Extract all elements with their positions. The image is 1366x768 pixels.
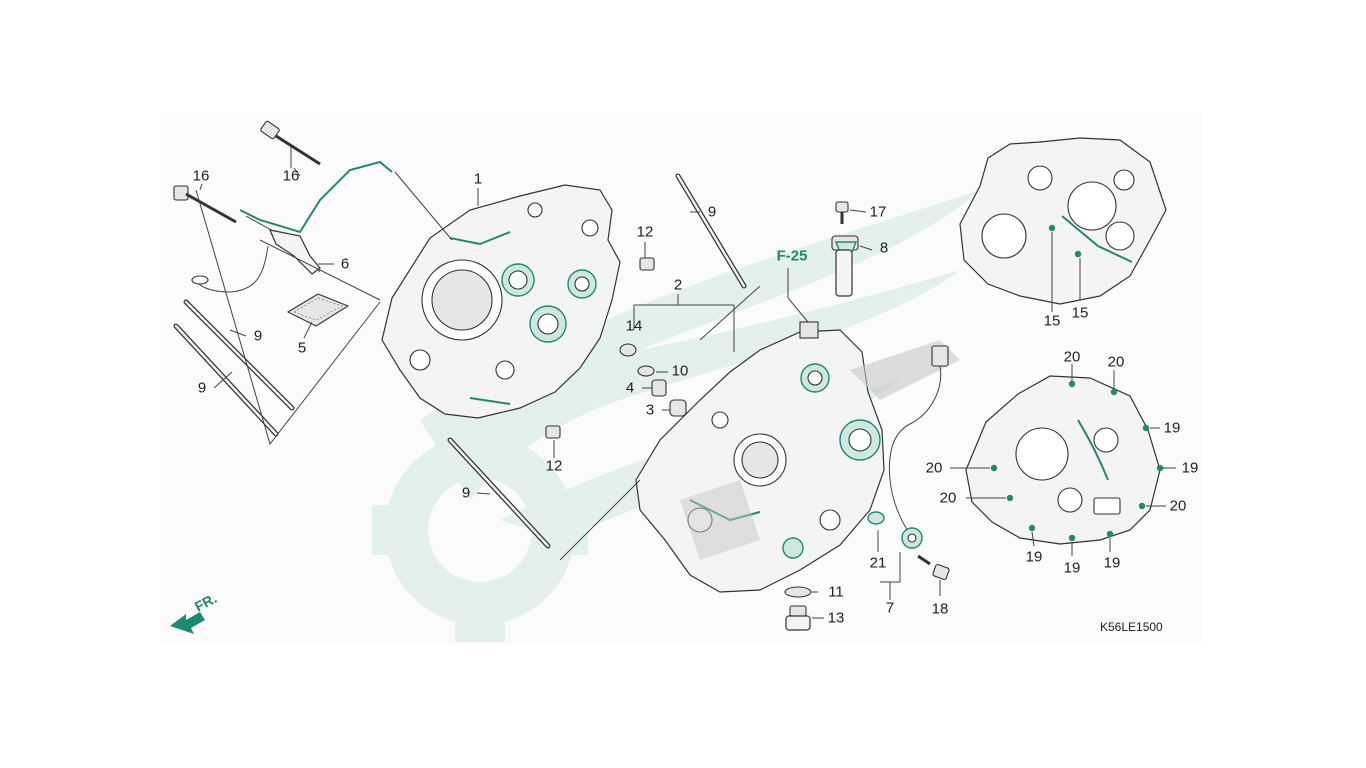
callout-20-left-lower: 20 <box>940 490 957 507</box>
stud-bolt-9-b <box>173 323 279 437</box>
callout-19-right-upper: 19 <box>1164 420 1181 437</box>
callout-9-left-b: 9 <box>198 380 206 397</box>
callout-16-upper: 16 <box>283 168 300 185</box>
callout-9-upper-right: 9 <box>708 204 716 221</box>
callout-7: 7 <box>886 600 894 617</box>
callout-12-lower: 12 <box>546 458 563 475</box>
bolt-17 <box>835 201 849 224</box>
gasket-dots-19-20 <box>990 380 1164 542</box>
breather-bracket <box>191 160 393 293</box>
gasket-dot-15b <box>1074 250 1082 258</box>
callout-10: 10 <box>672 363 689 380</box>
oil-level-sensor <box>831 235 859 297</box>
leader-lines <box>195 146 1176 619</box>
callout-19-right-middle: 19 <box>1182 460 1199 477</box>
callout-9-left-a: 9 <box>254 328 262 345</box>
diagram-code: K56LE1500 <box>1100 620 1163 634</box>
callout-1: 1 <box>474 171 482 188</box>
callout-15-left: 15 <box>1044 313 1061 330</box>
callout-20-top-right: 20 <box>1108 354 1125 371</box>
callout-20-top-left: 20 <box>1064 349 1081 366</box>
stud-bolt-9-d <box>447 437 551 549</box>
plug-3 <box>669 399 687 417</box>
callout-2: 2 <box>674 277 682 294</box>
spring-4 <box>651 379 667 397</box>
stud-bolt-9-a <box>183 299 295 411</box>
callout-15-right: 15 <box>1072 305 1089 322</box>
callout-19-bottom-right: 19 <box>1104 555 1121 572</box>
bolt-18 <box>917 554 950 581</box>
clip-14 <box>619 343 637 357</box>
filter-screen <box>286 293 350 327</box>
callout-16-left: 16 <box>193 168 210 185</box>
callout-12-upper: 12 <box>637 224 654 241</box>
callout-18: 18 <box>932 601 949 618</box>
callout-20-left-upper: 20 <box>926 460 943 477</box>
callout-8: 8 <box>880 240 888 257</box>
bolt-16-left <box>173 185 237 224</box>
gasket-left <box>959 137 1167 305</box>
callout-20-right: 20 <box>1170 498 1187 515</box>
callout-19-bottom-middle: 19 <box>1064 560 1081 577</box>
callout-19-bottom-left: 19 <box>1026 549 1043 566</box>
callout-6: 6 <box>341 256 349 273</box>
dowel-pin-12-upper <box>639 257 655 271</box>
washer-10 <box>637 365 655 377</box>
gasket-dot-15a <box>1048 224 1056 232</box>
reference-label[interactable]: F-25 <box>777 248 808 265</box>
washer-11 <box>784 586 812 598</box>
callout-5: 5 <box>298 340 306 357</box>
sensor-wire <box>867 345 949 549</box>
callout-17: 17 <box>870 204 887 221</box>
drain-plug-13 <box>785 605 811 631</box>
callout-labels: 16 16 1 9 12 6 5 9 9 2 14 10 4 3 12 9 17… <box>193 168 1199 627</box>
callout-13: 13 <box>828 610 845 627</box>
dowel-pin-12-lower <box>545 425 561 439</box>
front-arrow-icon <box>170 612 205 634</box>
callout-21: 21 <box>870 555 887 572</box>
left-crankcase <box>381 184 621 419</box>
callout-14: 14 <box>626 318 643 335</box>
callout-4: 4 <box>626 380 634 397</box>
gasket-right <box>965 375 1161 545</box>
bolt-16-upper <box>260 120 321 166</box>
callout-11: 11 <box>828 584 844 601</box>
stud-bolt-9-c <box>675 173 747 289</box>
callout-3: 3 <box>646 402 654 419</box>
callout-9-lower: 9 <box>462 485 470 502</box>
